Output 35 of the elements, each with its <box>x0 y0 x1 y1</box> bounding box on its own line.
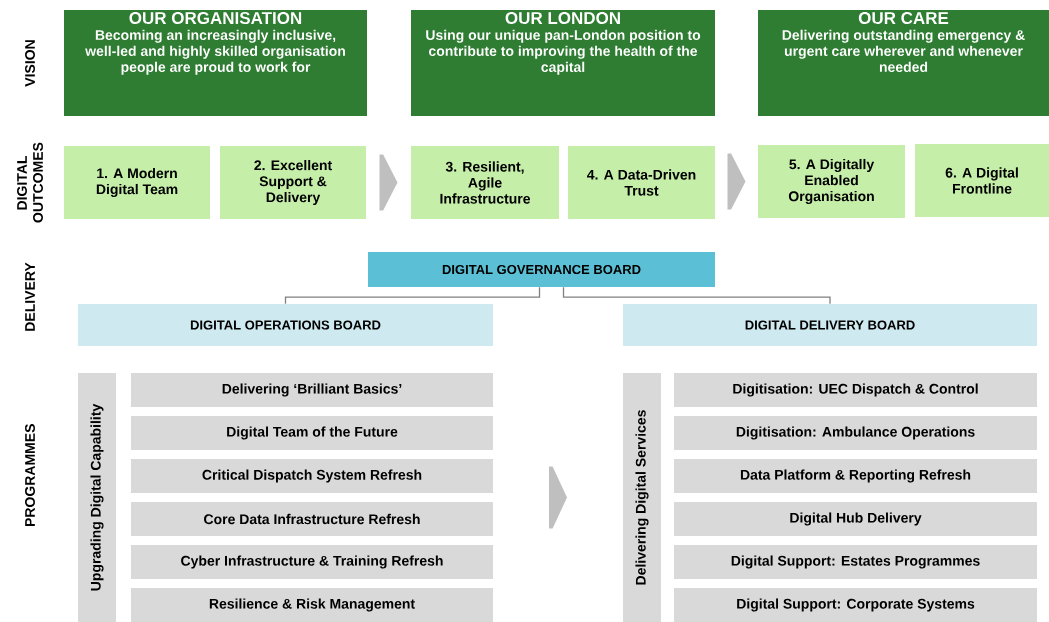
programme-box: Core Data Infrastructure Refresh <box>131 502 493 536</box>
programme-box: Digital Support: Estates Programmes <box>674 545 1037 579</box>
programme-box: Critical Dispatch System Refresh <box>131 459 493 493</box>
outcome-box: 1. A Modern Digital Team <box>64 146 210 219</box>
theme-bar: Upgrading Digital Capability <box>78 373 116 622</box>
outcome-box: 4. A Data-Driven Trust <box>568 146 715 219</box>
programme-box: Delivering ‘Brilliant Basics’ <box>131 373 493 407</box>
vision-box: OUR CARE Delivering outstanding emergency & urgent care wherever and whenever needed <box>758 10 1049 116</box>
programme-box: Digitisation: UEC Dispatch & Control <box>674 373 1037 407</box>
connector-line <box>562 286 831 305</box>
board-box: DIGITAL GOVERNANCE BOARD <box>368 252 715 287</box>
chevron-arrow <box>549 466 567 529</box>
outcome-box: 6. A Digital Frontline <box>915 144 1049 217</box>
vision-box: OUR LONDON Using our unique pan-London position to contribute to improving the health of the capital <box>411 10 715 116</box>
row-label: VISION <box>25 40 35 87</box>
theme-bar: Delivering Digital Services <box>623 373 661 622</box>
row-label: DIGITAL OUTCOMES <box>17 142 43 223</box>
chevron-arrow <box>379 154 398 211</box>
board-box: DIGITAL OPERATIONS BOARD <box>78 304 493 346</box>
programme-box: Resilience & Risk Management <box>131 588 493 622</box>
programme-box: Cyber Infrastructure & Training Refresh <box>131 545 493 579</box>
connector-line <box>284 286 541 305</box>
programme-box: Digital Team of the Future <box>131 416 493 450</box>
outcome-box: 5. A Digitally Enabled Organisation <box>758 145 905 218</box>
vision-box: OUR ORGANISATION Becoming an increasingly inclusive, well-led and highly skilled organisation people are proud to work for <box>64 10 367 116</box>
programme-box: Digital Support: Corporate Systems <box>674 588 1037 622</box>
outcome-box: 2. Excellent Support & Delivery <box>220 146 366 219</box>
chevron-arrow <box>727 153 746 210</box>
programme-box: Data Platform & Reporting Refresh <box>674 459 1037 493</box>
programme-box: Digital Hub Delivery <box>674 502 1037 536</box>
programme-box: Digitisation: Ambulance Operations <box>674 416 1037 450</box>
outcome-box: 3. Resilient, Agile Infrastructure <box>411 146 559 219</box>
row-label: DELIVERY <box>25 262 35 331</box>
board-box: DIGITAL DELIVERY BOARD <box>623 304 1037 346</box>
row-label: PROGRAMMES <box>25 424 35 527</box>
